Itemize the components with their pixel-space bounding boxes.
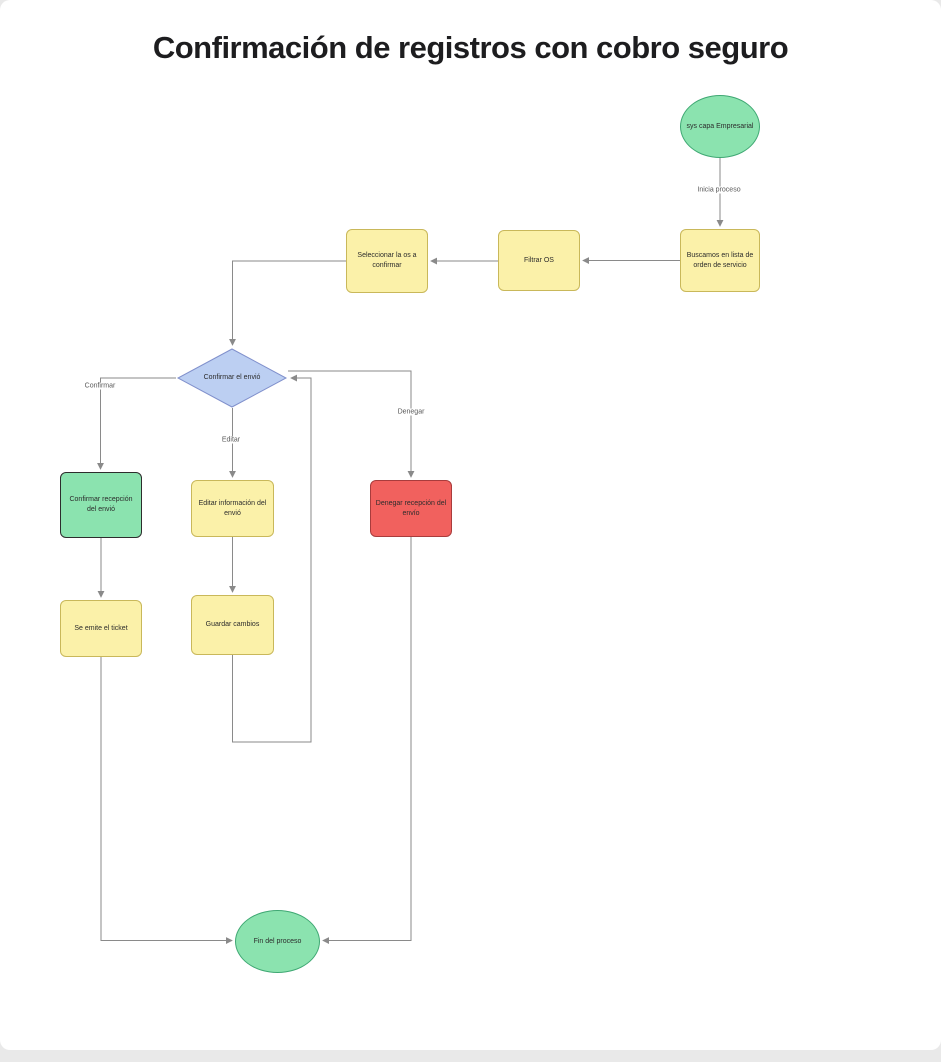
node-buscamos-label: Buscamos en lista de orden de servicio <box>686 251 754 269</box>
node-editar-informacion: Editar información del envió <box>191 480 274 537</box>
node-filtrar-label: Filtrar OS <box>524 256 554 264</box>
node-se-emite-ticket: Se emite el ticket <box>60 600 142 657</box>
node-seleccionar-label: Seleccionar la os a confirmar <box>357 252 417 269</box>
edge-guardar-loop-to-decision <box>232 374 312 743</box>
node-buscamos: Buscamos en lista de orden de servicio <box>680 229 760 292</box>
edge-ticket-to-fin <box>100 657 233 944</box>
node-filtrar: Filtrar OS <box>498 230 580 291</box>
edge-label-denegar: Denegar <box>395 408 427 416</box>
edge-seleccionar-to-decision <box>229 260 346 346</box>
node-denegar-recepcion: Denegar recepción del envío <box>370 480 452 537</box>
node-guardar-cambios: Guardar cambios <box>191 595 274 655</box>
node-guardar-cambios-label: Guardar cambios <box>205 621 260 629</box>
edge-denegar-to-fin <box>322 537 412 944</box>
diamond-shape <box>176 348 288 408</box>
node-decision-label: Confirmar el envió <box>203 374 261 382</box>
node-editar-informacion-label: Editar información del envió <box>198 499 267 517</box>
node-start-label: sys capa Empresarial <box>686 122 754 130</box>
edge-decision-to-confirmar <box>97 377 176 470</box>
node-se-emite-ticket-label: Se emite el ticket <box>74 624 128 632</box>
edge-label-editar: Editar <box>219 436 243 444</box>
node-seleccionar: Seleccionar la os a confirmar <box>346 229 428 293</box>
node-confirmar-recepcion-label: Confirmar recepción del envió <box>69 496 133 513</box>
page-title: Confirmación de registros con cobro segu… <box>152 30 789 65</box>
edge-label-confirmar: Confirmar <box>82 382 118 390</box>
node-confirmar-recepcion: Confirmar recepción del envió <box>60 472 142 538</box>
node-fin-label: Fin del proceso <box>253 937 302 945</box>
node-decision-confirmar-envio: Confirmar el envió <box>176 348 288 408</box>
node-start: sys capa Empresarial <box>680 95 760 158</box>
edge-decision-to-denegar <box>288 370 415 478</box>
node-denegar-recepcion-label: Denegar recepción del envío <box>375 499 447 517</box>
edge-label-inicia-proceso: Inicia proceso <box>695 186 743 194</box>
node-fin: Fin del proceso <box>235 910 320 973</box>
